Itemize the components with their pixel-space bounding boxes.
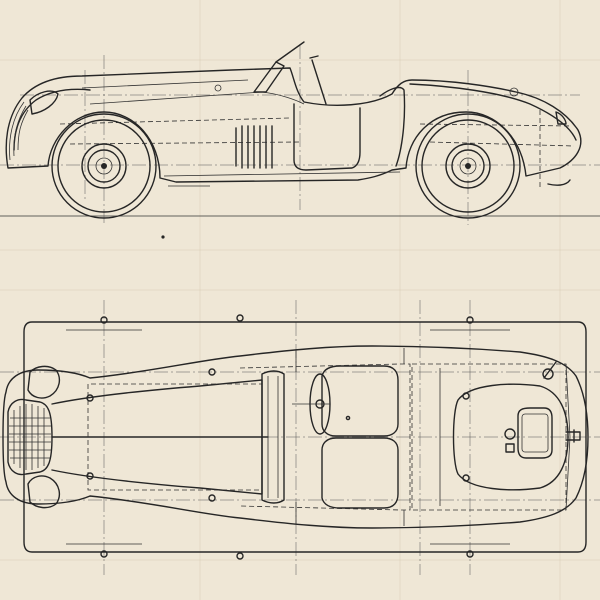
plan-door-lines <box>295 348 405 526</box>
plan-view <box>0 300 600 575</box>
grille-front <box>9 101 29 161</box>
plan-tail-lamp <box>542 361 557 380</box>
plan-outer-outline <box>23 321 587 553</box>
ink-dot <box>161 235 165 239</box>
headlamp-side <box>29 90 59 115</box>
plan-body-outline <box>2 345 589 529</box>
hood-line <box>81 79 263 105</box>
seat-back-side <box>379 86 406 167</box>
rear-wheel-side <box>415 113 521 219</box>
plan-boot-lock <box>504 428 516 453</box>
side-elevation-view <box>0 41 600 225</box>
rear-fender-line <box>409 83 577 141</box>
side-datum-lines <box>0 45 600 225</box>
plan-seat-right <box>321 437 399 509</box>
steering-wheel-side <box>309 55 327 105</box>
fuel-cap-side <box>509 87 519 97</box>
plan-spare-wheel-cover <box>452 383 569 491</box>
sill-line <box>163 171 401 187</box>
plan-windscreen <box>261 370 285 504</box>
rear-hidden-line <box>419 110 575 190</box>
plan-fuel-filler <box>517 407 553 459</box>
body-outline <box>5 67 582 183</box>
cockpit-rim <box>261 91 305 105</box>
plan-fixing-points <box>86 314 474 560</box>
bonnet-louvres <box>235 125 273 169</box>
plan-rear-tow-point <box>565 429 581 443</box>
plan-rear-deck-line <box>439 363 571 511</box>
plan-front-left-wing <box>27 365 61 399</box>
bonnet-hinge-mark <box>214 84 222 92</box>
windscreen-post <box>275 41 305 63</box>
tail-lamp <box>555 111 567 125</box>
front-fender-line <box>13 88 91 151</box>
plan-windscreen-frame <box>267 376 279 498</box>
rear-bumper-side <box>547 179 571 186</box>
plan-steering-wheel <box>292 373 331 435</box>
door-outline <box>293 103 361 171</box>
plan-cockpit-hidden <box>239 363 411 511</box>
plan-seat-left <box>321 365 399 437</box>
hood-hidden-line <box>59 117 301 145</box>
plan-front-wheel-arches <box>66 329 510 545</box>
plan-front-right-wing <box>27 475 61 509</box>
windscreen-side <box>253 61 285 93</box>
front-wheel-side <box>51 113 157 219</box>
